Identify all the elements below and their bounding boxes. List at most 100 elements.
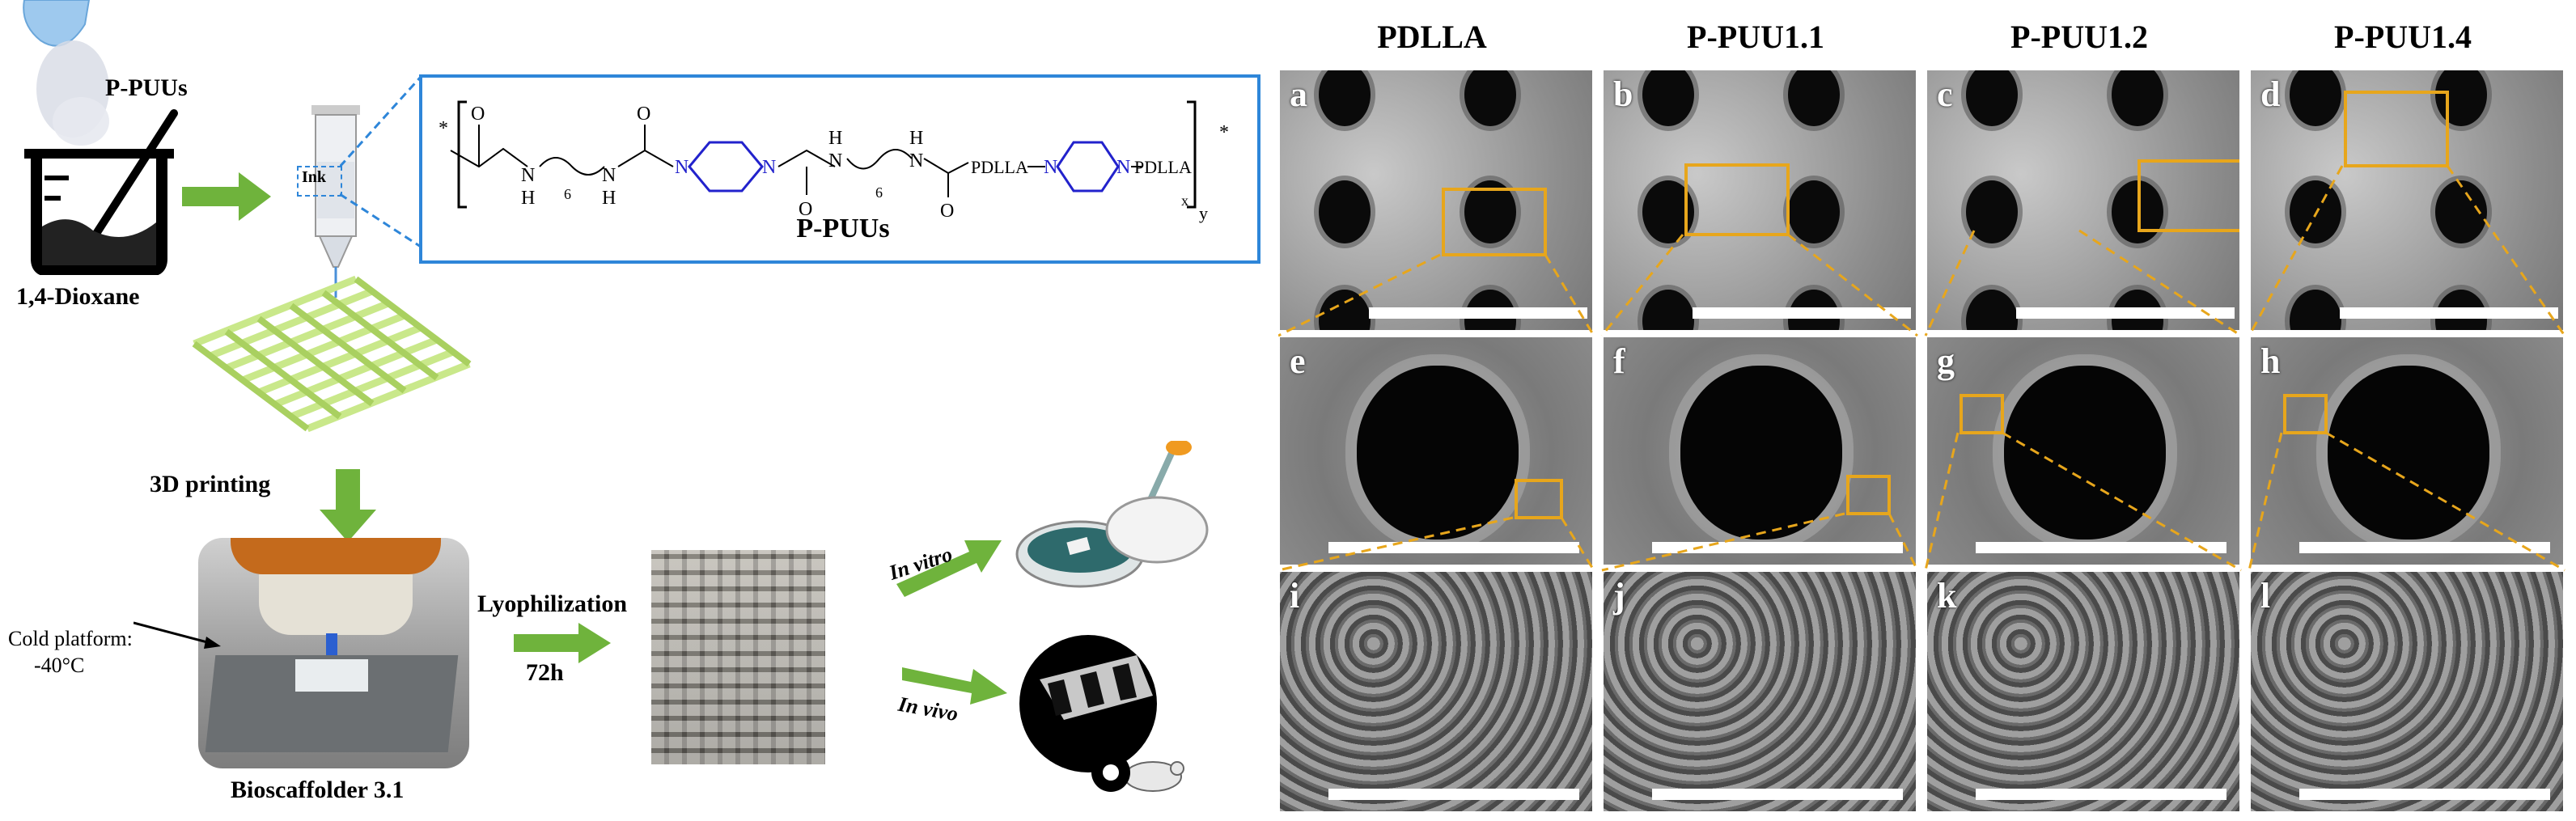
chem-sub6-2: 6 [875, 184, 883, 201]
pore-hole [2004, 366, 2166, 540]
sem-panel: g [1926, 336, 2241, 566]
sem-panel: i [1278, 570, 1594, 813]
scale-bar [1976, 789, 2226, 800]
syringe-icon [311, 105, 360, 298]
arrow-right-icon [182, 172, 271, 221]
pore-hole [1966, 290, 2018, 330]
solvent-label: 1,4-Dioxane [16, 283, 140, 310]
pore-hole [1966, 180, 2018, 243]
zoom-box [2344, 91, 2449, 167]
pore-hole [2112, 70, 2163, 126]
callout-lines [340, 75, 422, 248]
pore-hole [1642, 290, 1694, 330]
pore-hole [1319, 180, 1371, 243]
sem-panel: j [1602, 570, 1917, 813]
platform-label: Cold platform: [8, 627, 133, 650]
arrow-up-right-icon [896, 540, 1002, 597]
zoom-box [1515, 479, 1563, 519]
panel-label: d [2260, 74, 2281, 114]
syringe-ink-label: Ink [302, 168, 327, 186]
scale-bar [1369, 307, 1587, 319]
chem-star-right: * [1219, 122, 1229, 143]
polymer-name: P-PUUs [796, 214, 890, 243]
mouse-icon [1019, 635, 1184, 792]
chem-o-2: O [637, 104, 650, 125]
chem-h-1: H [521, 188, 535, 209]
zoom-box [1846, 475, 1891, 515]
arrow-down-icon [320, 469, 376, 542]
arrow-down-right-icon [902, 667, 1007, 705]
pore-hole [1319, 290, 1371, 330]
pore-hole [1319, 70, 1371, 126]
scale-bar [1328, 542, 1579, 553]
pore-hole [2290, 180, 2341, 243]
pore-hole [2290, 290, 2341, 330]
sem-panel: b [1602, 69, 1917, 332]
scale-bar [2340, 307, 2558, 319]
pore-hole [2435, 180, 2487, 243]
scale-bar [2016, 307, 2235, 319]
chem-n-1: N [521, 165, 535, 186]
panel-label: g [1937, 341, 1955, 381]
column-header: PDLLA [1377, 19, 1487, 55]
chem-n-8: N [1116, 157, 1130, 178]
scale-bar [1328, 789, 1579, 800]
sem-panel: c [1926, 69, 2241, 332]
zoom-box [2137, 159, 2239, 232]
chem-o-1: O [471, 104, 485, 125]
chemical-structure-box: * * y O N H 6 N H O N N [419, 74, 1260, 264]
lattice-icon [192, 275, 472, 433]
chem-o-4: O [940, 201, 954, 222]
sem-panel: h [2249, 336, 2565, 566]
panel-label: a [1290, 74, 1307, 114]
panel-label: k [1937, 576, 1957, 616]
powder-icon [23, 0, 109, 146]
chem-n-7: N [1044, 157, 1057, 178]
pore-hole [2328, 366, 2489, 540]
chem-h-2: H [602, 188, 616, 209]
scale-bar [1652, 789, 1903, 800]
pore-hole [1357, 366, 1519, 540]
zoom-box [1684, 163, 1790, 236]
arrow-right-2-icon [514, 623, 611, 663]
scale-bar [2299, 789, 2550, 800]
pore-hole [2435, 70, 2487, 126]
zoom-box [2283, 394, 2328, 434]
chem-n-2: N [602, 165, 616, 186]
sem-panel: l [2249, 570, 2565, 813]
panel-label: c [1937, 74, 1953, 114]
pore-hole [1788, 180, 1840, 243]
zoom-box [1442, 188, 1547, 256]
step-3d-printing: 3D printing [150, 471, 271, 497]
chem-n-3: N [675, 157, 688, 178]
scale-bar [1652, 542, 1903, 553]
platform-temp: -40°C [34, 654, 85, 677]
pointer-arrow-icon [133, 621, 221, 649]
panel-label: l [2260, 576, 2271, 616]
panel-label: h [2260, 341, 2281, 381]
chem-sub-y: y [1199, 203, 1208, 223]
powder-label: P-PUUs [105, 74, 188, 101]
panel-label: e [1290, 341, 1306, 381]
pore-hole [1464, 70, 1516, 126]
chem-h-4: H [909, 128, 923, 149]
printer-photo [198, 538, 469, 768]
column-header: P-PUU1.1 [1687, 19, 1824, 55]
sem-panel: d [2249, 69, 2565, 332]
chem-star-left: * [439, 118, 448, 139]
petri-dish-icon [1015, 441, 1209, 588]
chem-o-3: O [799, 199, 812, 220]
beaker-icon [24, 109, 178, 275]
pore-hole [2290, 70, 2341, 126]
panel-label: i [1290, 576, 1300, 616]
chem-n-6: N [909, 150, 923, 171]
pore-hole [1680, 366, 1842, 540]
scaffold-photo [651, 550, 825, 764]
chem-n-5: N [828, 150, 842, 171]
panel-label: j [1613, 576, 1625, 616]
chem-h-3: H [828, 128, 842, 149]
lyo-label: Lyophilization [477, 590, 628, 617]
pore-hole [1966, 70, 2018, 126]
scale-bar [2299, 542, 2550, 553]
